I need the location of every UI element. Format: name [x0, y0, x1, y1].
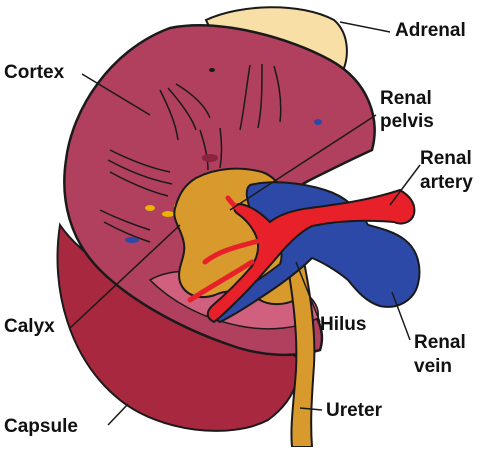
label-renal-artery-2: artery [420, 172, 473, 193]
label-capsule: Capsule [4, 416, 78, 437]
label-renal-artery-1: Renal [420, 148, 472, 169]
label-renal-pelvis-1: Renal [380, 88, 432, 109]
label-renal-pelvis-2: pelvis [380, 111, 434, 132]
label-ureter: Ureter [326, 400, 383, 421]
label-renal-vein-1: Renal [414, 332, 466, 353]
label-renal-vein-2: vein [414, 356, 452, 377]
label-cortex: Cortex [4, 62, 65, 83]
label-hilus: Hilus [320, 314, 366, 335]
label-calyx: Calyx [4, 316, 55, 337]
label-adrenal: Adrenal [395, 20, 466, 41]
